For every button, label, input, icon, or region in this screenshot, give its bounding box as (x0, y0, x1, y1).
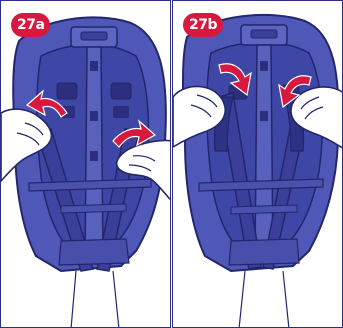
step-badge-27b: 27b (183, 13, 223, 37)
harness-slot (57, 83, 77, 99)
step-badge-27a: 27a (11, 13, 50, 37)
panel-27b: 27b (172, 0, 343, 328)
car-seat-diagram-27a (1, 1, 171, 328)
car-seat-diagram-27b (173, 1, 343, 328)
panel-27a: 27a (0, 0, 171, 328)
harness-slot (111, 83, 131, 99)
